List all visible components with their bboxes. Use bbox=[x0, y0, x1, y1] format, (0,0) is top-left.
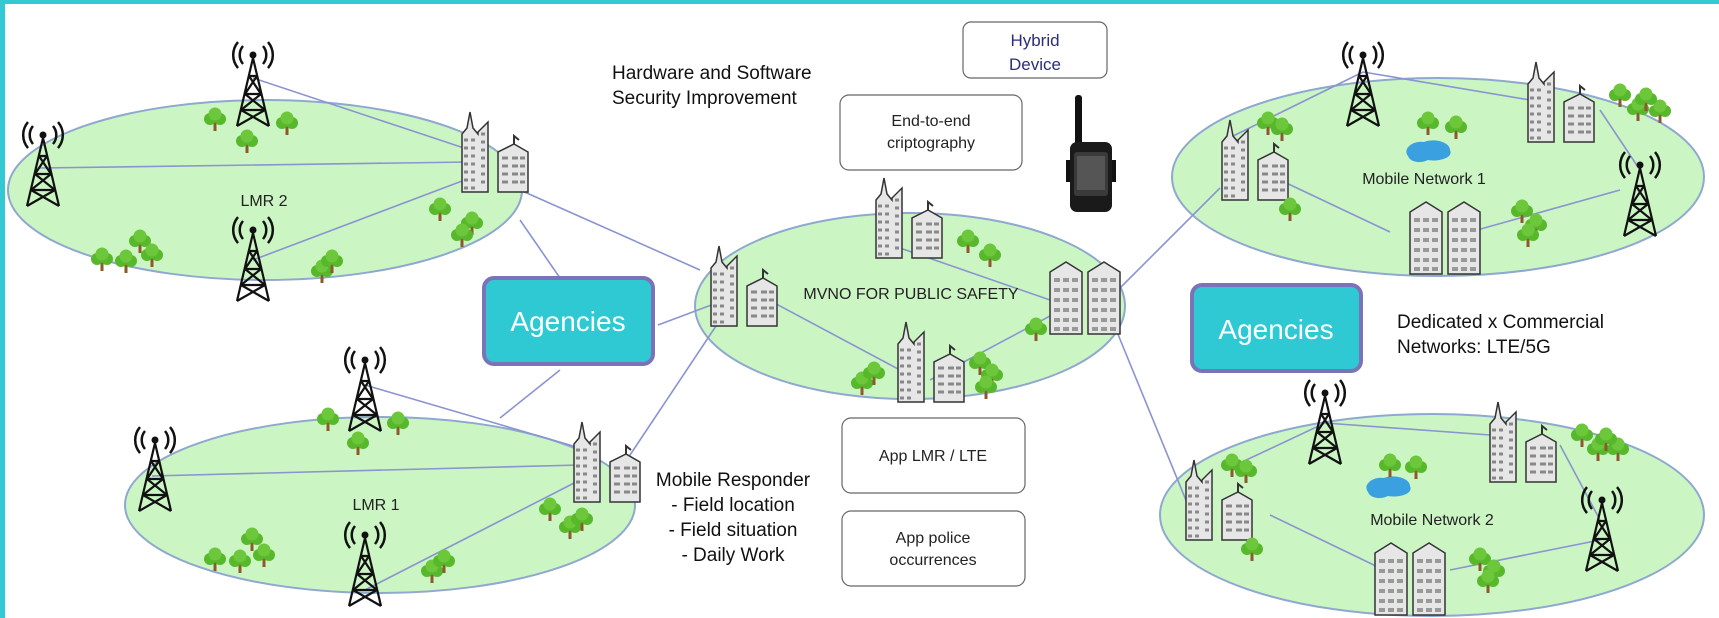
mvno-label: MVNO FOR PUBLIC SAFETY bbox=[803, 286, 1018, 303]
handheld-radio-icon bbox=[1066, 95, 1116, 212]
app-police-line-2: occurrences bbox=[889, 552, 976, 569]
lmr2-label: LMR 2 bbox=[240, 193, 287, 210]
hybrid-device-box: Hybrid Device bbox=[962, 21, 1108, 79]
top-frame-border bbox=[0, 0, 1719, 4]
e2e-line-1: End-to-end bbox=[891, 113, 970, 130]
lake-icon bbox=[1406, 140, 1451, 163]
hybrid-line-1: Hybrid bbox=[1010, 31, 1059, 50]
end-to-end-crypto-box: End-to-end criptography bbox=[839, 94, 1023, 171]
app-police-line-1: App police bbox=[896, 530, 971, 547]
security-note-line-1: Hardware and Software bbox=[612, 63, 812, 84]
responder-note-line-3: - Field situation bbox=[669, 520, 798, 541]
networks-note-line-1: Dedicated x Commercial bbox=[1397, 312, 1604, 333]
security-note-line-2: Security Improvement bbox=[612, 88, 798, 109]
network-links bbox=[39, 71, 1641, 591]
e2e-line-2: criptography bbox=[887, 135, 975, 152]
networks-note-line-2: Networks: LTE/5G bbox=[1397, 337, 1551, 358]
mobile-network-1-label: Mobile Network 1 bbox=[1362, 171, 1486, 188]
agencies-right-label: Agencies bbox=[1218, 314, 1333, 345]
app-lmr-lte-label: App LMR / LTE bbox=[879, 448, 987, 465]
left-frame-border bbox=[0, 0, 5, 618]
agencies-right-box: Agencies bbox=[1190, 283, 1363, 373]
app-police-box: App police occurrences bbox=[841, 510, 1026, 587]
agencies-left-box: Agencies bbox=[482, 276, 655, 366]
lake-icon bbox=[1366, 476, 1411, 499]
lmr1-label: LMR 1 bbox=[352, 497, 399, 514]
mobile-network-2-label: Mobile Network 2 bbox=[1370, 512, 1494, 529]
mobile-network-2-region bbox=[1159, 413, 1705, 617]
responder-note-line-2: - Field location bbox=[671, 495, 795, 516]
responder-note-line-4: - Daily Work bbox=[681, 545, 785, 566]
hybrid-line-2: Device bbox=[1009, 55, 1061, 74]
lmr2-region bbox=[7, 99, 523, 281]
responder-note-line-1: Mobile Responder bbox=[656, 470, 811, 491]
app-lmr-lte-box: App LMR / LTE bbox=[841, 417, 1026, 494]
agencies-left-label: Agencies bbox=[510, 306, 625, 337]
